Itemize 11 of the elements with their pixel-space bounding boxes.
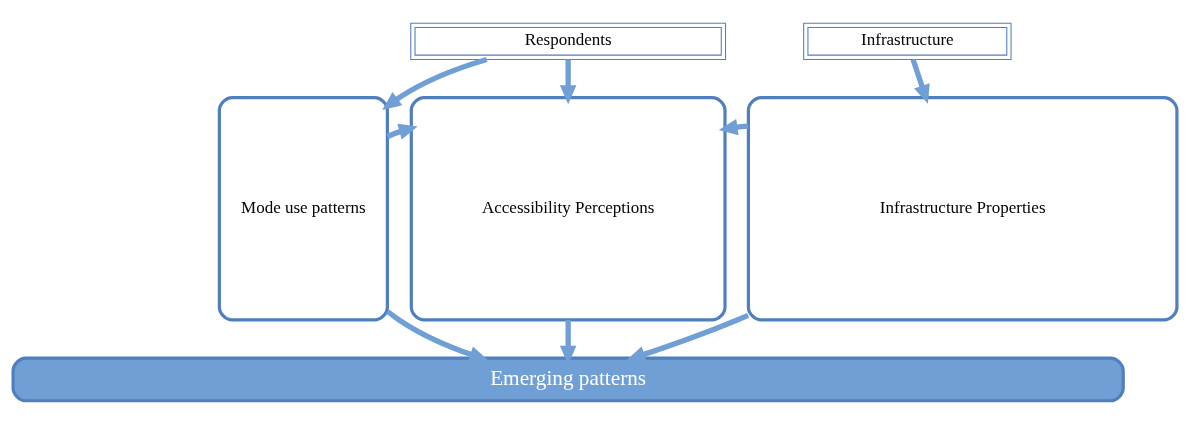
node-box: Mode use patterns xyxy=(217,96,389,322)
node-box: Respondents xyxy=(410,22,727,60)
arrow xyxy=(559,59,577,105)
arrow xyxy=(910,58,930,104)
node-box: Infrastructure xyxy=(803,22,1012,60)
node-box: Infrastructure Properties xyxy=(746,96,1179,322)
arrow xyxy=(626,312,750,363)
arrow xyxy=(382,56,488,110)
arrow xyxy=(386,309,489,363)
node-box: Emerging patterns xyxy=(11,356,1125,403)
node-box: Accessibility Perceptions xyxy=(409,96,727,322)
